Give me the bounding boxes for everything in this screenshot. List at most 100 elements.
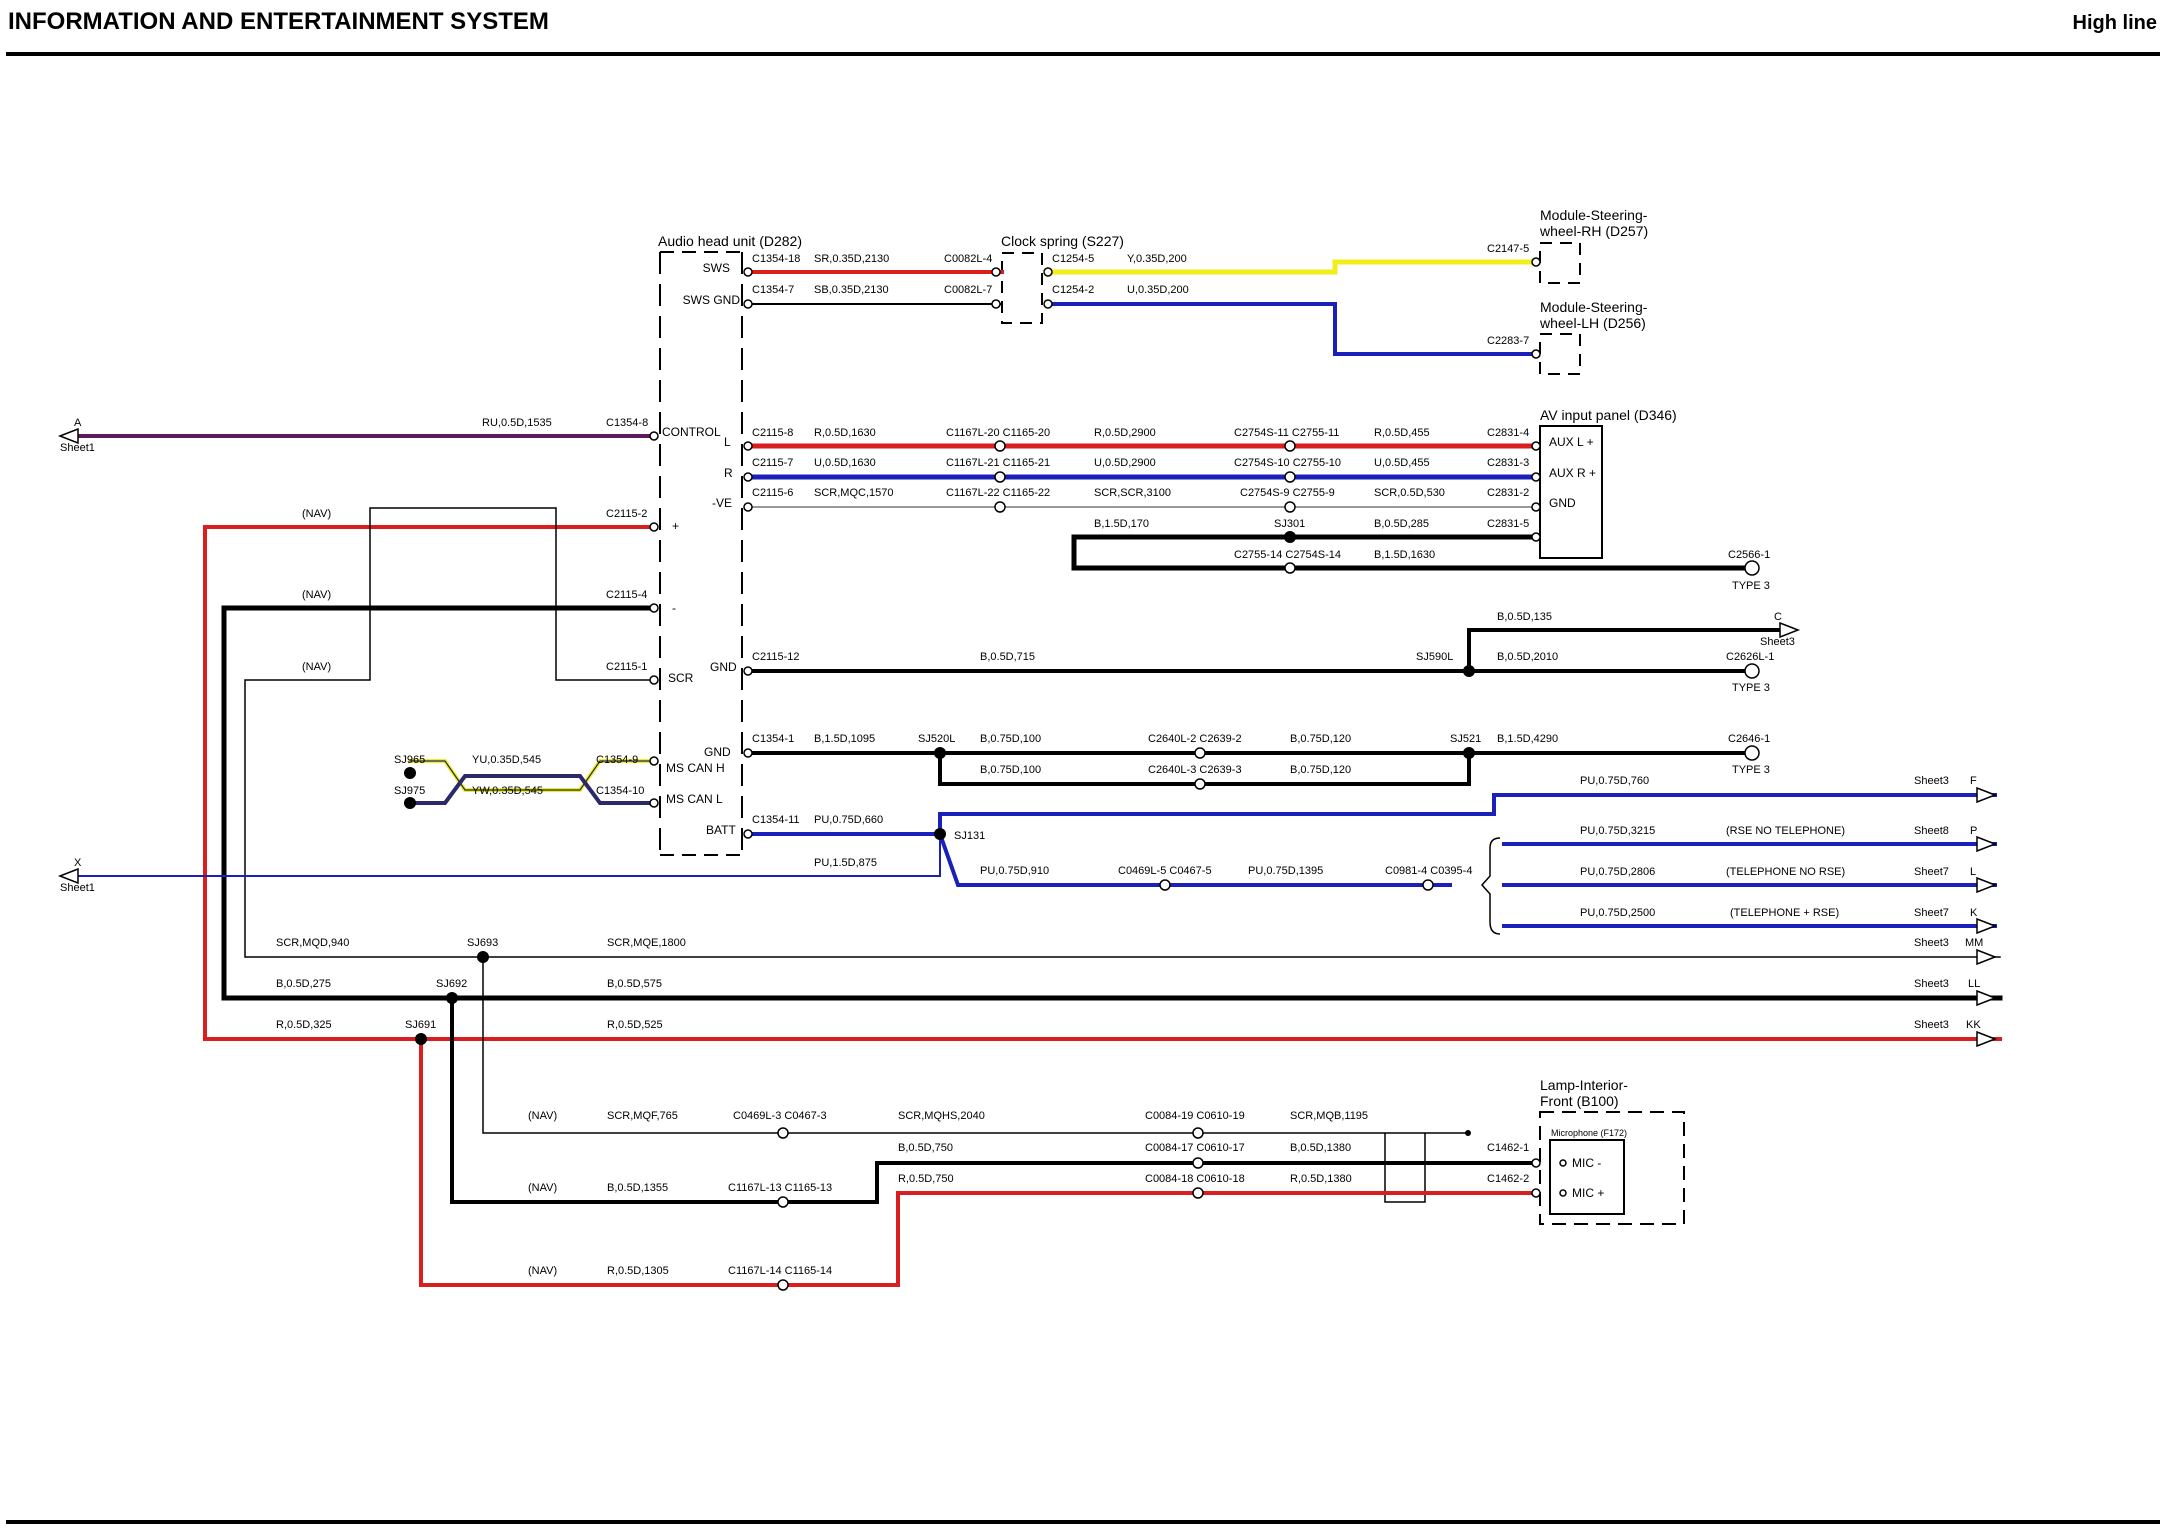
wire-label: C0084-17 C0610-17 <box>1145 1142 1245 1154</box>
clock-spring-label: Clock spring (S227) <box>1001 233 1124 249</box>
wire-pu-sheet3-f <box>938 793 1997 836</box>
pin-batt: BATT <box>706 823 736 837</box>
sw-lh-label-1: Module-Steering- <box>1540 299 1648 315</box>
wire-label: U,0.5D,455 <box>1374 457 1430 469</box>
wire-nav-minus-black <box>221 605 2003 1001</box>
wire-label: C2831-2 <box>1487 487 1529 499</box>
pin-mic-plus: MIC + <box>1572 1186 1604 1200</box>
wire-label: PU,0.75D,760 <box>1580 775 1649 787</box>
splice-sj692 <box>446 992 458 1004</box>
sw-rh-label-1: Module-Steering- <box>1540 207 1648 223</box>
arrow-a <box>57 427 79 445</box>
wire-label: C2566-1 <box>1728 549 1770 561</box>
microphone-label: Microphone (F172) <box>1551 1128 1627 1138</box>
wire-label: SJ691 <box>405 1019 436 1031</box>
wire-label: C2831-5 <box>1487 518 1529 530</box>
wire-label: PU,1.5D,875 <box>814 857 877 869</box>
wire-label: R,0.5D,325 <box>276 1019 332 1031</box>
wire-label: U,0.5D,2900 <box>1094 457 1156 469</box>
lamp-label-2: Front (B100) <box>1540 1093 1619 1109</box>
splice-sj521 <box>1463 747 1475 759</box>
wire-label: (TELEPHONE + RSE) <box>1730 907 1839 919</box>
wire-label: C1167L-20 C1165-20 <box>946 427 1050 439</box>
wire-label: Sheet1 <box>60 882 95 894</box>
wire-label: R,0.5D,525 <box>607 1019 663 1031</box>
wire-label: C0082L-7 <box>944 284 992 296</box>
wire-label: C2755-14 C2754S-14 <box>1234 549 1341 561</box>
wire-label: Sheet3 <box>1914 937 1949 949</box>
wire-label: C1254-5 <box>1052 253 1094 265</box>
wire-label: B,1.5D,1095 <box>814 733 875 745</box>
wire-nav-plus-red <box>203 525 2002 1041</box>
wire-label: B,0.5D,1355 <box>607 1182 668 1194</box>
wire-label: SCR,MQE,1800 <box>607 937 686 949</box>
splice-mic-scr <box>1465 1130 1471 1136</box>
wire-label: C0082L-4 <box>944 253 992 265</box>
wire-label: C2115-6 <box>752 487 793 499</box>
wire-label: C2754S-11 C2755-11 <box>1234 427 1339 439</box>
audio-head-unit-label: Audio head unit (D282) <box>658 233 802 249</box>
wire-label: B,0.5D,715 <box>980 651 1035 663</box>
wire-label: C1167L-14 C1165-14 <box>728 1265 832 1277</box>
pu-options-brace <box>1480 837 1501 935</box>
wire-label: SCR,MQF,765 <box>607 1110 678 1122</box>
wire-label: C1354-1 <box>752 733 794 745</box>
wire-label: SCR,MQC,1570 <box>814 487 893 499</box>
wire-label: PU,0.75D,1395 <box>1248 865 1323 877</box>
wire-label: C1354-18 <box>752 253 800 265</box>
microphone-box <box>1549 1139 1625 1215</box>
pin-scr: SCR <box>668 671 694 685</box>
pin-names: SWS SWS GND CONTROL L R -VE + - SCR GND … <box>662 261 1604 1200</box>
wire-label: C1462-2 <box>1487 1173 1529 1185</box>
wire-nav-scr <box>244 507 2001 958</box>
splice-sj965 <box>404 767 416 779</box>
wire-label: R,0.5D,2900 <box>1094 427 1156 439</box>
wire-label: R,0.5D,750 <box>898 1173 954 1185</box>
arrow-l <box>1976 876 1998 894</box>
pin-ms-can-h: MS CAN H <box>666 761 725 775</box>
wire-label: C1354-9 <box>596 754 638 766</box>
wire-label: MM <box>1965 937 1983 949</box>
wire-label: C1254-2 <box>1052 284 1094 296</box>
arrow-c <box>1779 621 1801 639</box>
wire-can-l <box>408 774 656 805</box>
arrow-f <box>1976 786 1998 804</box>
wire-label: A <box>74 417 82 429</box>
wire-label: (NAV) <box>528 1110 557 1122</box>
wire-label: B,0.75D,120 <box>1290 764 1351 776</box>
wire-label: B,0.5D,285 <box>1374 518 1429 530</box>
pin-ms-can-l: MS CAN L <box>666 792 723 806</box>
wire-label: (NAV) <box>528 1265 557 1277</box>
wire-label: C2831-4 <box>1487 427 1529 439</box>
pin-plus: + <box>672 519 679 533</box>
av-input-panel-box <box>1539 425 1603 559</box>
wire-label: C2115-1 <box>606 661 647 673</box>
arrow-k <box>1976 917 1998 935</box>
wire-label: Sheet3 <box>1760 636 1795 648</box>
wire-label: SJ975 <box>394 785 425 797</box>
wire-label: B,0.75D,100 <box>980 764 1041 776</box>
wire-label: B,0.5D,2010 <box>1497 651 1558 663</box>
wire-label: KK <box>1966 1019 1981 1031</box>
wire-mic-b <box>450 996 1538 1204</box>
wire-label: R,0.5D,1380 <box>1290 1173 1352 1185</box>
wire-label: SJ521 <box>1450 733 1481 745</box>
wire-pu-x <box>69 833 941 877</box>
av-panel-label: AV input panel (D346) <box>1540 407 1677 423</box>
pin-sws-gnd: SWS GND <box>683 293 741 307</box>
wire-label: B,0.5D,575 <box>607 978 662 990</box>
lamp-label-1: Lamp-Interior- <box>1540 1077 1628 1093</box>
wire-label: Sheet7 <box>1914 866 1949 878</box>
wire-label: Sheet1 <box>60 442 95 454</box>
wire-mic-scr <box>482 956 1469 1203</box>
wire-label: RU,0.5D,1535 <box>482 417 552 429</box>
pin-l: L <box>724 435 731 449</box>
clock-spring-box <box>1001 252 1043 324</box>
wire-label: P <box>1970 825 1977 837</box>
wire-label: C0084-19 C0610-19 <box>1145 1110 1245 1122</box>
pin-control: CONTROL <box>662 425 721 439</box>
wire-sj590l-sheet3 <box>1467 628 1792 673</box>
wire-label: K <box>1970 907 1978 919</box>
wire-label: C1354-10 <box>596 785 644 797</box>
wire-label: F <box>1970 775 1977 787</box>
